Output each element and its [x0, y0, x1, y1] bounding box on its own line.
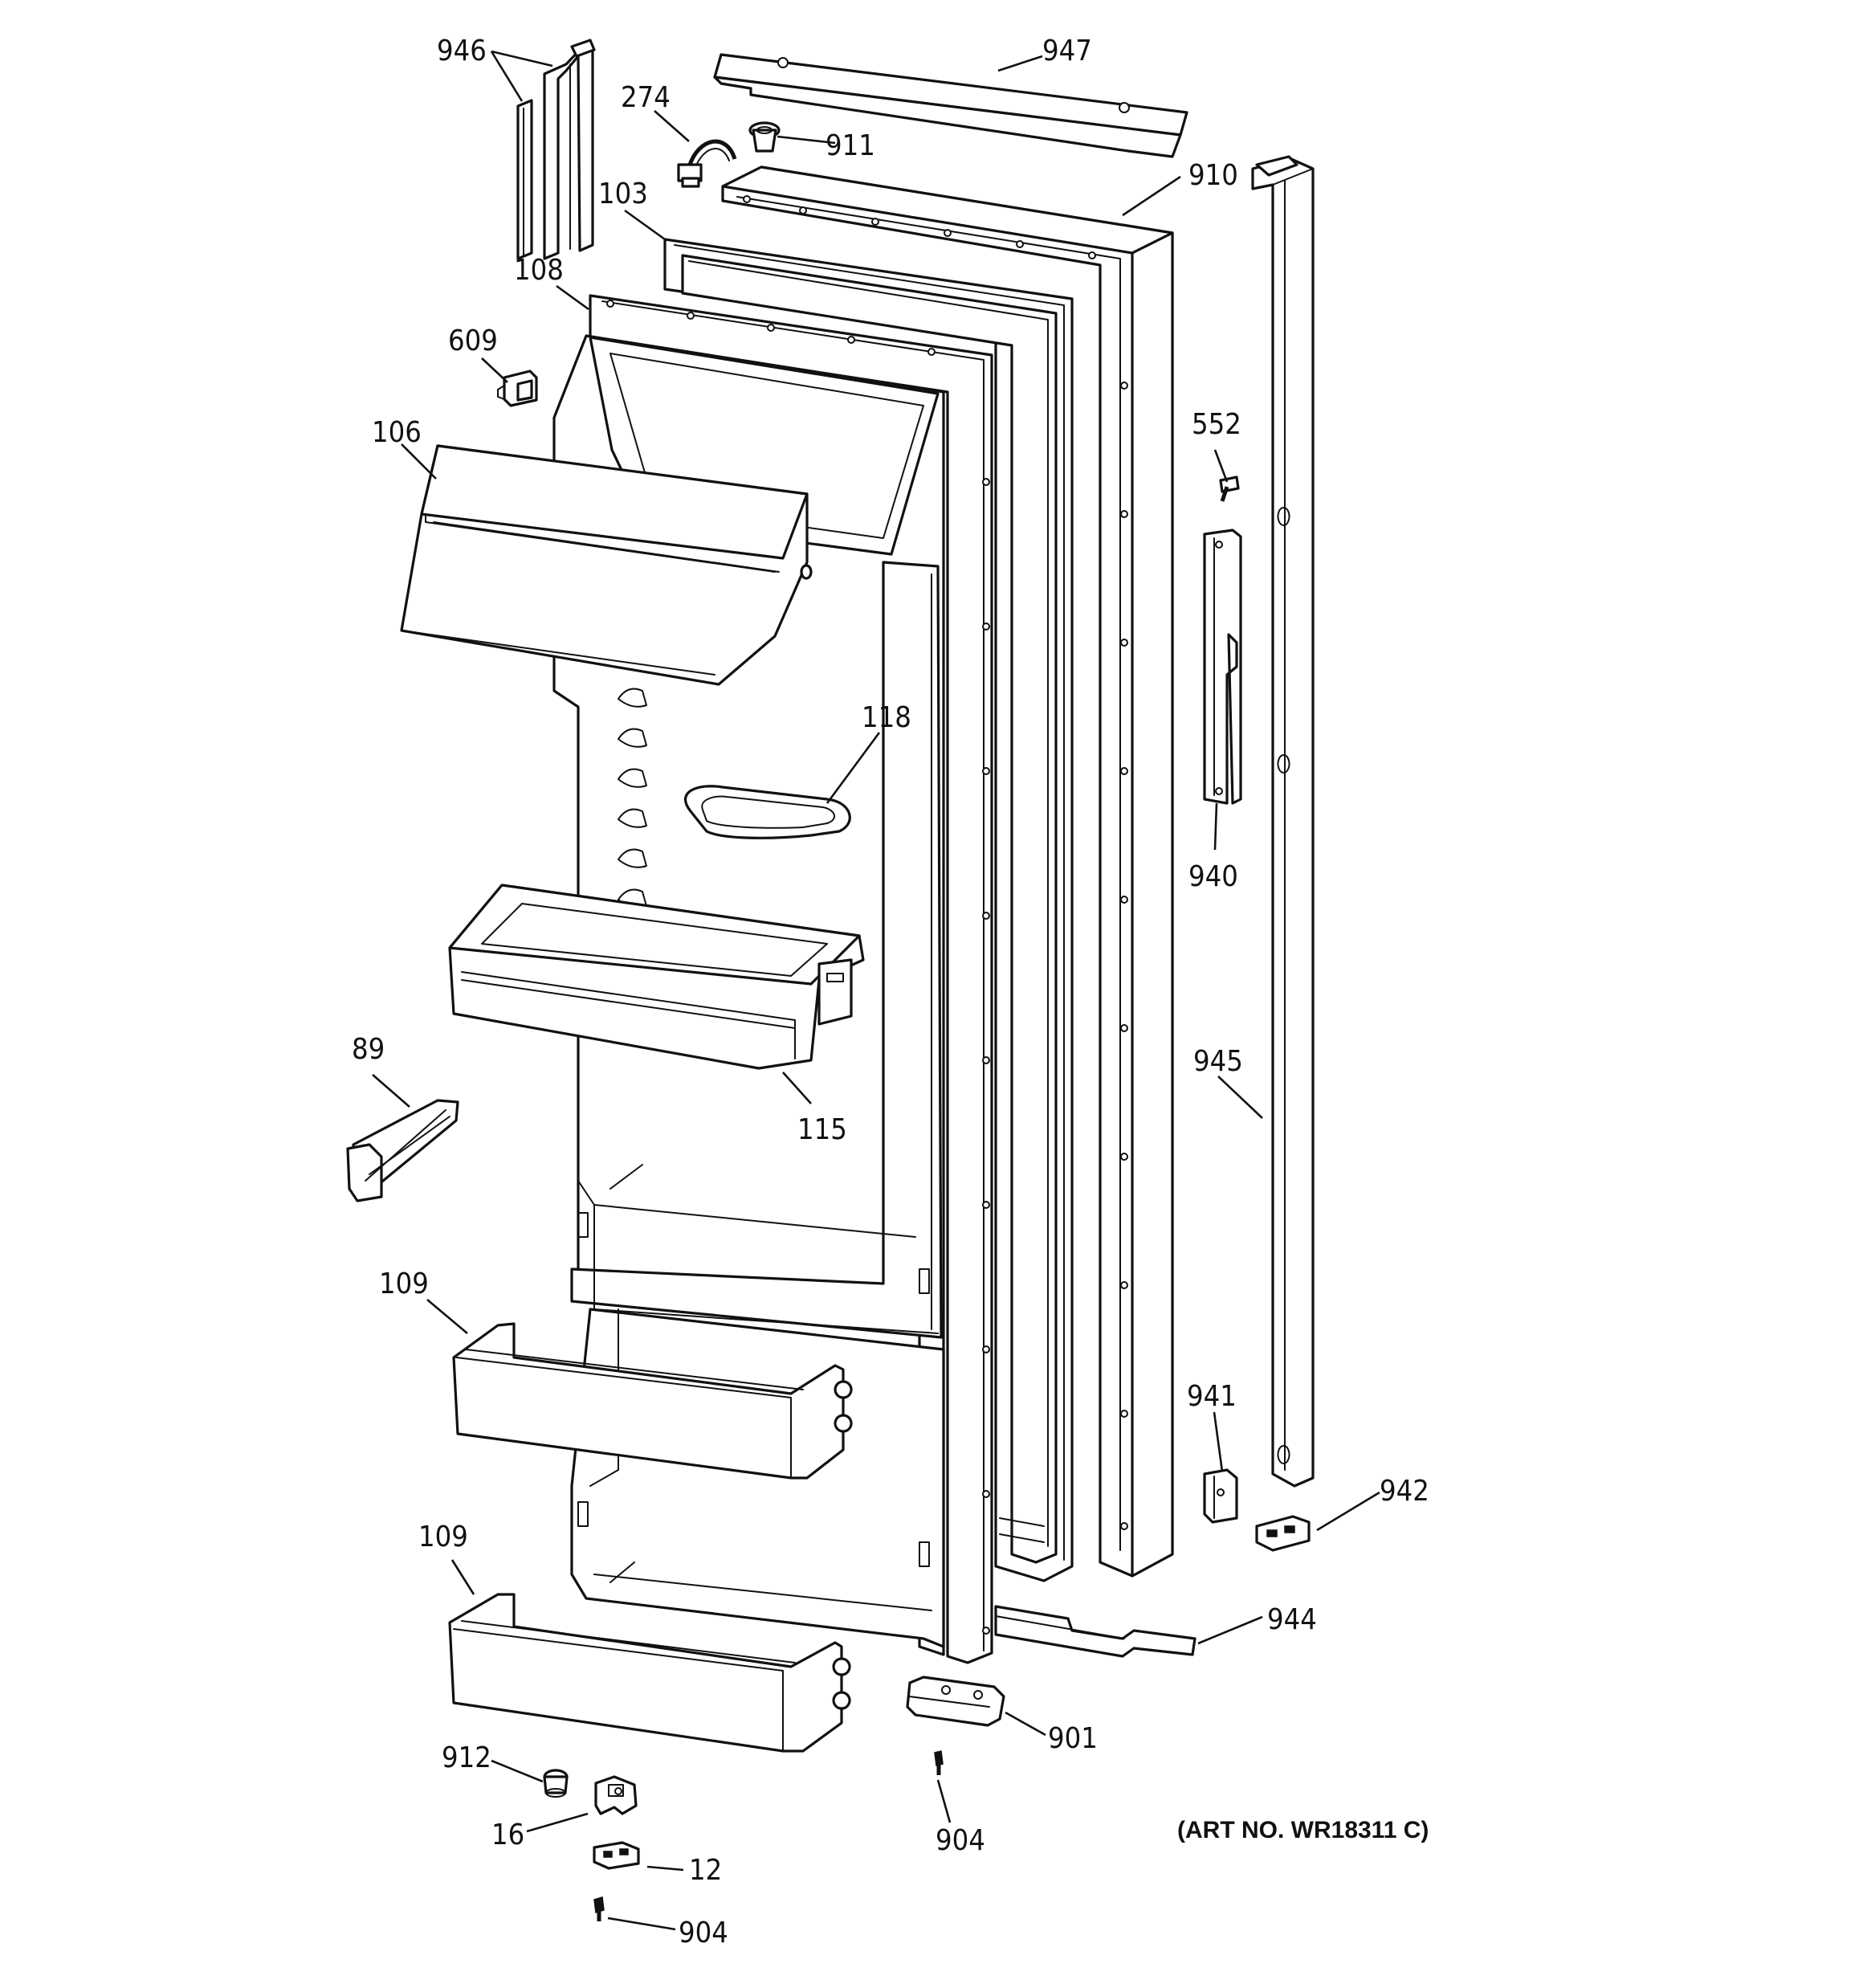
- callout-89: 89: [352, 1033, 385, 1066]
- part-109-bin-lower: [448, 1593, 851, 1753]
- callout-115: 115: [797, 1113, 847, 1146]
- part-942-hinge: [1255, 1515, 1311, 1552]
- callout-945: 945: [1193, 1045, 1243, 1078]
- callout-947: 947: [1042, 35, 1092, 67]
- callout-940: 940: [1188, 860, 1238, 893]
- callout-904-lower: 904: [679, 1917, 728, 1949]
- part-552-screw: [1219, 476, 1240, 502]
- part-944-bottom-rail: [994, 1605, 1196, 1658]
- part-118-egg-tray: [684, 785, 851, 839]
- callout-16: 16: [491, 1819, 524, 1851]
- callout-901: 901: [1048, 1722, 1098, 1755]
- part-904-screw-lower: [593, 1896, 605, 1921]
- part-946-trim-strips: [516, 39, 596, 260]
- callout-109-lower: 109: [418, 1521, 468, 1553]
- part-274-harness: [677, 139, 737, 188]
- shelf-support-pegs: [618, 688, 647, 908]
- part-904-screw-upper: [934, 1750, 944, 1775]
- callout-941: 941: [1187, 1380, 1237, 1413]
- part-901-hinge-cover: [906, 1676, 1005, 1727]
- part-12-hinge-plate: [593, 1841, 640, 1870]
- callout-944: 944: [1267, 1603, 1317, 1636]
- part-940-bracket: [1203, 529, 1242, 805]
- part-16-hinge-bracket: [594, 1775, 638, 1815]
- callout-labels: 946 947 274 911 103 910 108 609 106 552 …: [352, 35, 1429, 1949]
- callout-912: 912: [442, 1741, 491, 1774]
- leader-lines: [372, 50, 1380, 1931]
- door-screw-holes: [743, 195, 1128, 1530]
- part-609-switch: [497, 369, 538, 407]
- part-109-bin-upper: [452, 1322, 853, 1480]
- part-911-plug: [748, 121, 781, 153]
- liner-screw-holes: [606, 300, 990, 1635]
- callout-109-upper: 109: [379, 1268, 429, 1300]
- callout-946: 946: [437, 35, 487, 67]
- callout-12: 12: [689, 1854, 722, 1887]
- part-912-cap: [543, 1769, 569, 1798]
- part-103-gasket: [663, 238, 1074, 1582]
- part-910-outer-door: [721, 165, 1174, 1578]
- part-945-rail: [1251, 155, 1315, 1488]
- part-89-cover: [346, 1099, 459, 1202]
- callout-103: 103: [598, 178, 648, 210]
- callout-904-upper: 904: [936, 1824, 985, 1857]
- callout-552: 552: [1192, 408, 1241, 441]
- callout-910: 910: [1188, 159, 1238, 192]
- callout-942: 942: [1380, 1475, 1429, 1508]
- callout-106: 106: [372, 416, 422, 449]
- part-941-hinge-block: [1203, 1468, 1238, 1524]
- callout-274: 274: [621, 81, 671, 114]
- callout-108: 108: [514, 254, 564, 287]
- callout-609: 609: [448, 325, 498, 357]
- part-115-shelf-bin: [448, 884, 865, 1070]
- callout-118: 118: [862, 701, 911, 734]
- callout-911: 911: [826, 129, 875, 162]
- part-106-dairy-bin: [400, 444, 813, 686]
- art-number: (ART NO. WR18311 C): [1177, 1817, 1429, 1843]
- part-947-top-cap: [713, 53, 1188, 158]
